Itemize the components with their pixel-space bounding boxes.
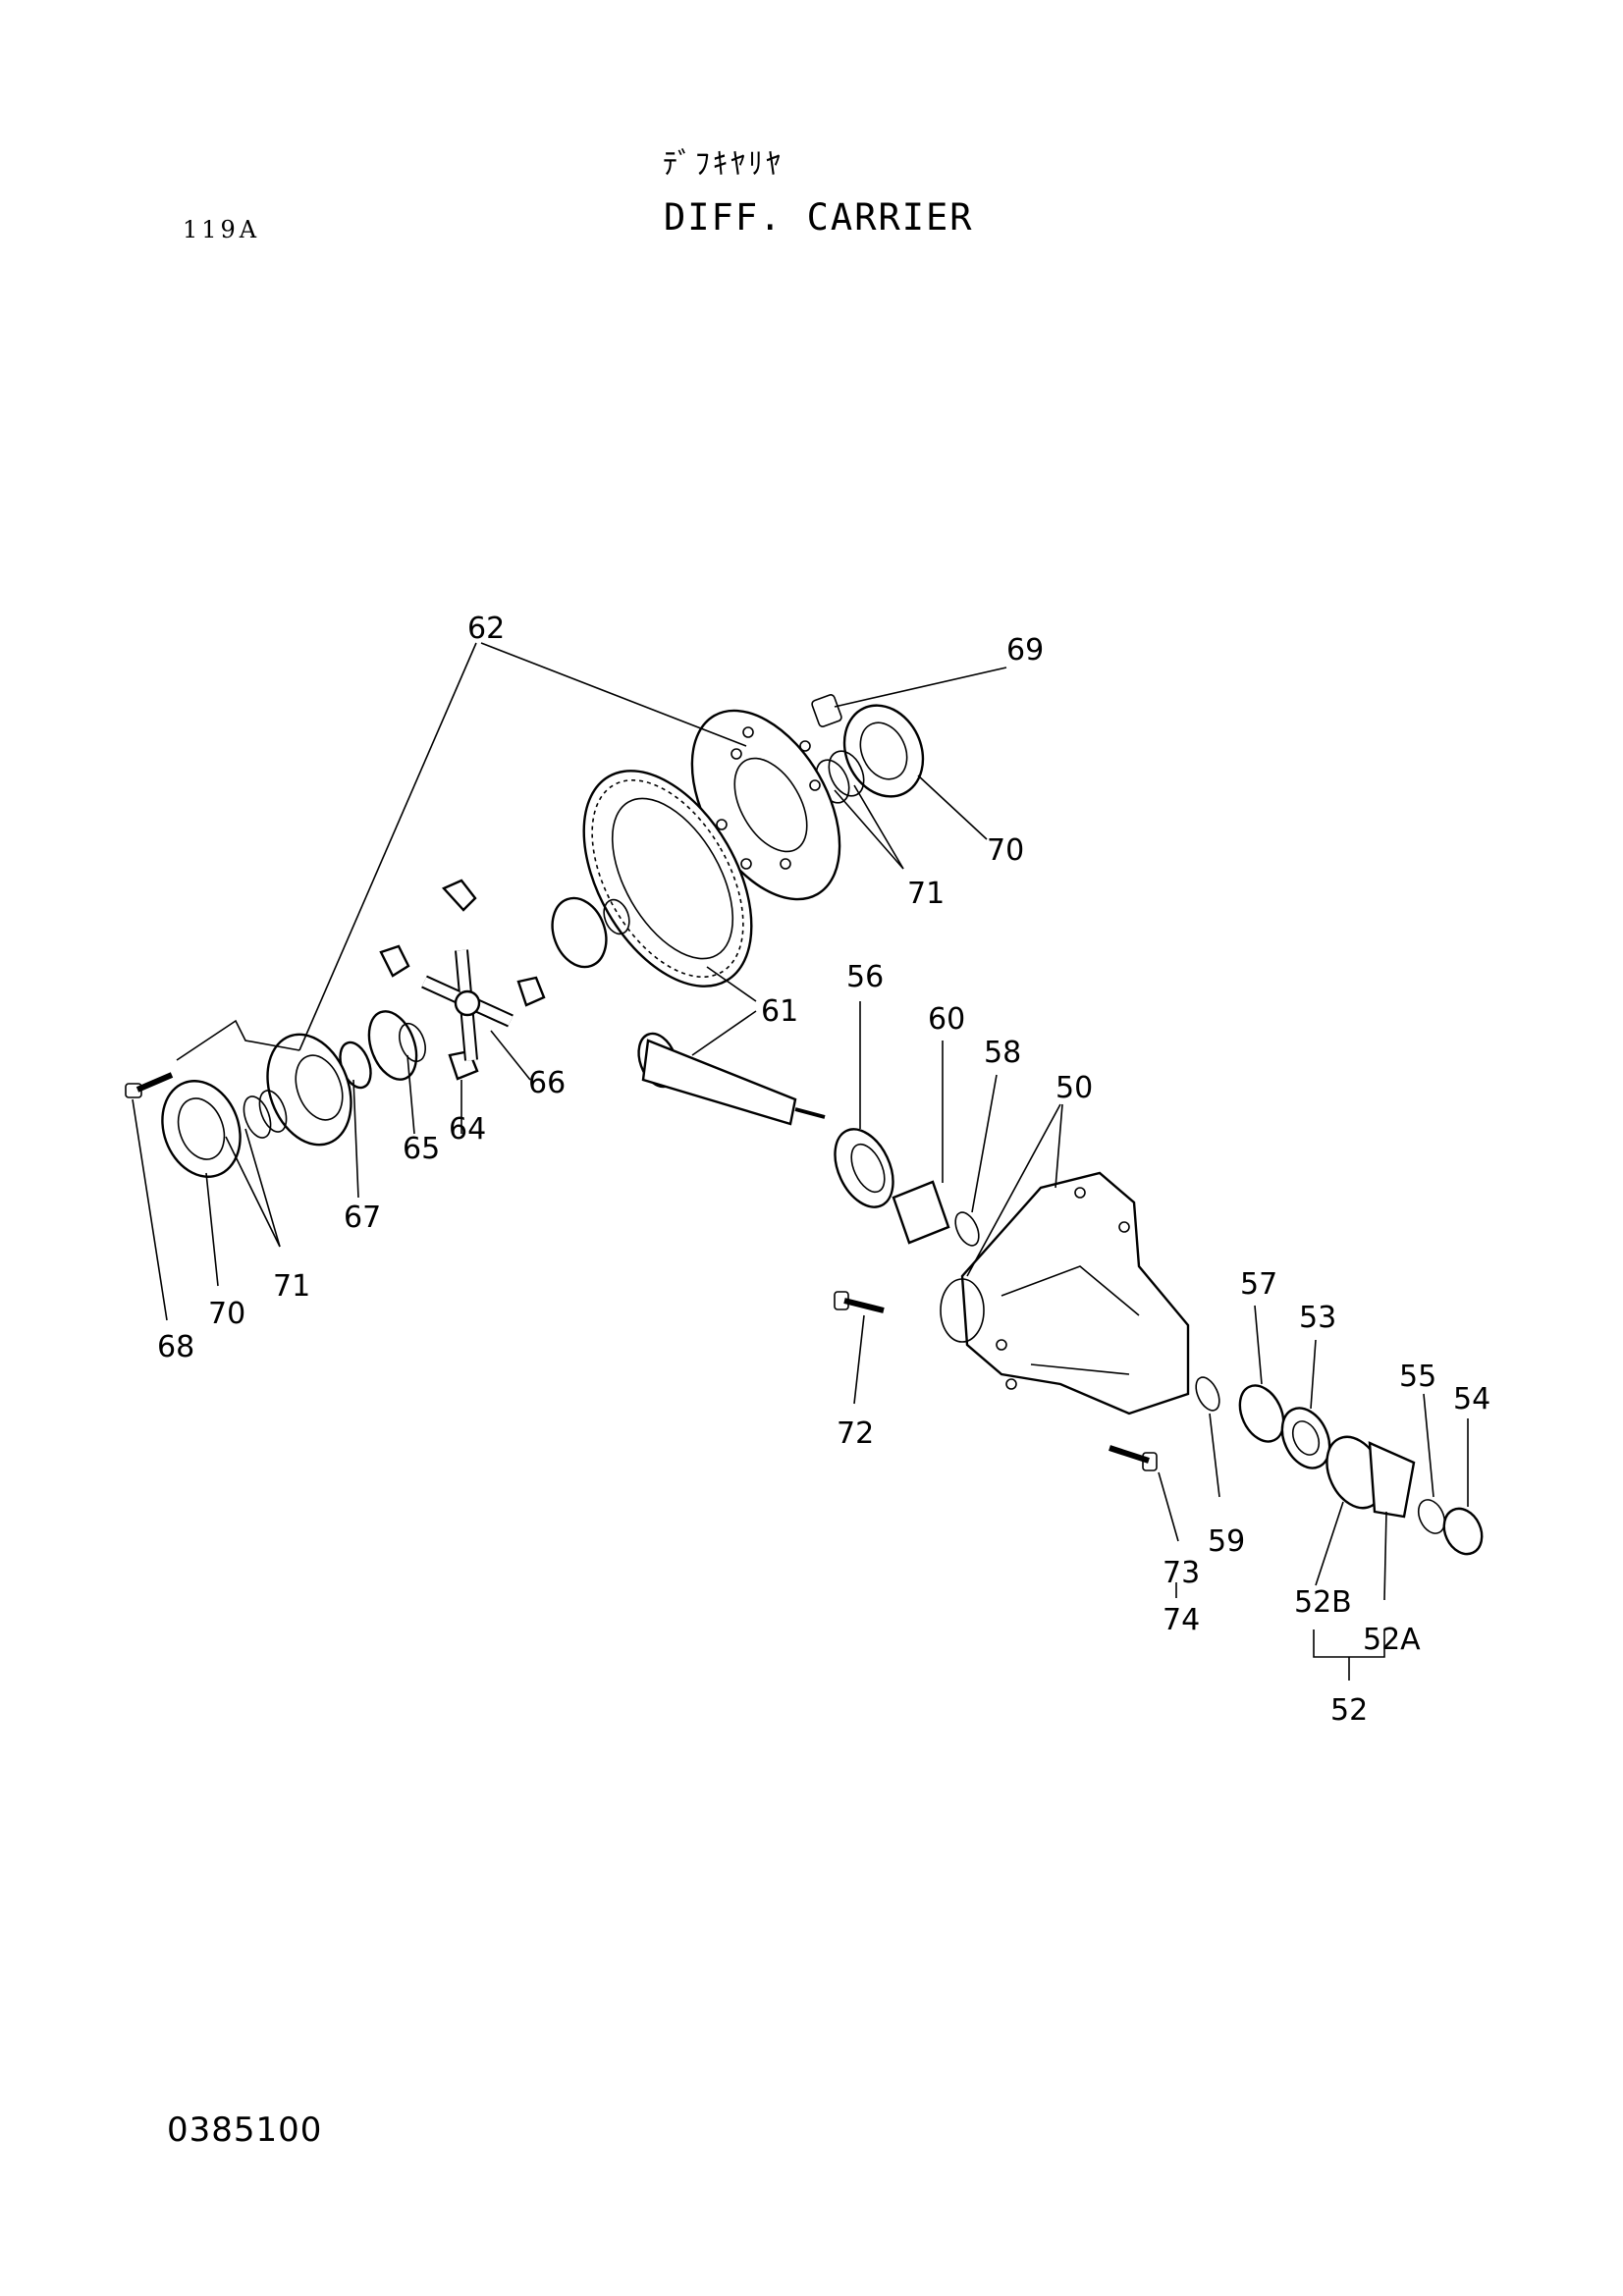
- part-drive-pinion-shaft: [637, 1032, 826, 1126]
- callout-55: 55: [1399, 1360, 1436, 1394]
- callout-70-lower: 70: [208, 1297, 245, 1331]
- callout-57: 57: [1240, 1267, 1277, 1302]
- callout-73: 73: [1163, 1556, 1200, 1590]
- callout-74: 74: [1163, 1603, 1200, 1637]
- callout-60: 60: [928, 1002, 965, 1037]
- callout-58: 58: [984, 1036, 1021, 1070]
- callout-62: 62: [467, 612, 505, 646]
- callout-59: 59: [1208, 1524, 1245, 1559]
- part-bearing-70-upper: [842, 704, 925, 798]
- part-oil-seal-59: [1195, 1376, 1220, 1412]
- part-nut-54: [1442, 1507, 1484, 1556]
- part-side-gear-upper: [551, 896, 630, 969]
- callout-52: 52: [1330, 1693, 1368, 1728]
- callout-56: 56: [846, 960, 884, 994]
- part-spacer-53: [1280, 1407, 1331, 1469]
- part-shims-71-lower: [243, 1090, 288, 1139]
- part-companion-flange-52: [1325, 1435, 1416, 1519]
- part-bolt-68: [125, 1072, 174, 1098]
- callout-69: 69: [1006, 633, 1044, 667]
- callout-72: 72: [837, 1416, 874, 1451]
- part-spider-66: [421, 949, 514, 1061]
- callout-70-upper: 70: [987, 833, 1024, 868]
- callout-65: 65: [403, 1132, 440, 1166]
- part-shim-58: [954, 1211, 980, 1247]
- part-bearing-56: [834, 1128, 894, 1208]
- diagram-title: DIFF. CARRIER: [664, 196, 974, 239]
- part-washer-55: [1417, 1499, 1446, 1534]
- callout-64: 64: [449, 1112, 486, 1147]
- callout-52A: 52A: [1363, 1623, 1421, 1657]
- diagram-title-japanese: ﾃﾞﾌｷﾔﾘﾔ: [663, 147, 784, 182]
- callout-66: 66: [528, 1066, 566, 1100]
- drawing-number: 0385100: [167, 2110, 323, 2150]
- part-collapsible-spacer-60: [892, 1180, 950, 1245]
- part-diff-case-62: [266, 1033, 352, 1147]
- page-code: 119A: [183, 216, 261, 243]
- callout-50: 50: [1055, 1071, 1093, 1105]
- callout-53: 53: [1299, 1301, 1336, 1335]
- part-pinion-gears: [379, 879, 546, 1081]
- part-side-gear-65: [367, 1010, 426, 1081]
- callout-67: 67: [344, 1201, 381, 1235]
- part-carrier-housing-50: [940, 1171, 1190, 1415]
- callout-68: 68: [157, 1330, 194, 1364]
- part-bolt-72: [834, 1291, 885, 1313]
- leader-lines: [132, 642, 1469, 1681]
- callout-71-lower: 71: [273, 1269, 310, 1304]
- part-bolt-69: [811, 694, 842, 727]
- callout-54: 54: [1453, 1382, 1490, 1416]
- callout-52B: 52B: [1294, 1585, 1352, 1620]
- part-bearing-57: [1238, 1384, 1285, 1443]
- callout-71-upper: 71: [907, 877, 945, 911]
- part-bolt-73: [1109, 1445, 1158, 1471]
- callout-61: 61: [761, 994, 798, 1029]
- part-bearing-70-lower: [161, 1080, 242, 1178]
